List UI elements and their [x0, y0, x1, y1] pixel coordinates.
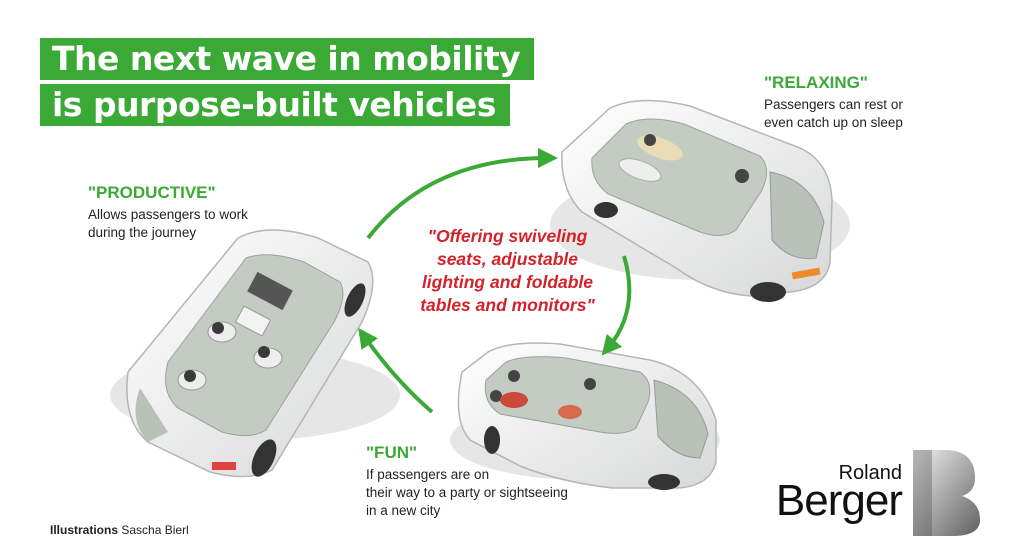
- relaxing-description: Passengers can rest or even catch up on …: [764, 96, 903, 132]
- productive-vehicle-illustration: [110, 229, 400, 478]
- roland-berger-logo-mark: [913, 450, 980, 536]
- fun-desc-line-2: their way to a party or sightseeing: [366, 485, 568, 500]
- productive-desc-line-2: during the journey: [88, 225, 197, 240]
- title-line-1: The next wave in mobility: [40, 38, 535, 80]
- logo-word-berger: Berger: [775, 476, 903, 525]
- arrow-fun-to-productive: [358, 327, 434, 414]
- relaxing-vehicle-illustration: [550, 99, 850, 302]
- relaxing-heading: "RELAXING": [764, 73, 868, 92]
- quote-line-4: tables and monitors": [420, 295, 595, 315]
- feature-quote: "Offering swiveling seats, adjustable li…: [390, 225, 625, 317]
- fun-vehicle-illustration: [450, 342, 720, 490]
- credit-name: Sascha Bierl: [121, 523, 189, 537]
- productive-heading: "PRODUCTIVE": [88, 183, 216, 202]
- fun-desc-line-1: If passengers are on: [366, 467, 490, 482]
- illustration-credit: Illustrations Sascha Bierl: [50, 523, 189, 537]
- fun-desc-line-3: in a new city: [366, 503, 441, 518]
- fun-heading: "FUN": [366, 443, 418, 462]
- title-line-2: is purpose-built vehicles: [40, 84, 510, 126]
- quote-line-2: seats, adjustable: [436, 249, 579, 269]
- productive-desc-line-1: Allows passengers to work: [88, 207, 248, 222]
- arrow-productive-to-relaxing: [366, 148, 558, 240]
- productive-description: Allows passengers to work during the jou…: [88, 206, 248, 242]
- relaxing-desc-line-2: even catch up on sleep: [764, 115, 903, 130]
- quote-line-3: lighting and foldable: [421, 272, 594, 292]
- logo-word-roland: Roland: [838, 462, 902, 484]
- credit-label: Illustrations: [50, 523, 119, 537]
- relaxing-desc-line-1: Passengers can rest or: [764, 97, 903, 112]
- quote-line-1: "Offering swiveling: [427, 226, 588, 246]
- fun-description: If passengers are on their way to a part…: [366, 466, 568, 520]
- arrow-relaxing-to-fun: [601, 255, 632, 356]
